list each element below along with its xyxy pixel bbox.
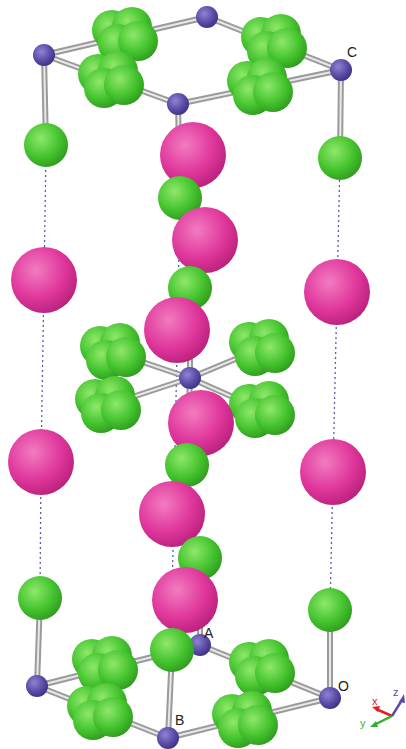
green-atom (165, 443, 209, 487)
point-label: A (204, 625, 213, 641)
purple-atom (33, 44, 55, 66)
purple-atom (167, 93, 189, 115)
atoms (8, 6, 370, 749)
purple-atom (196, 6, 218, 28)
pink-atom (144, 297, 210, 363)
purple-atom (26, 675, 48, 697)
green-atom (255, 333, 295, 373)
green-atom (308, 588, 352, 632)
dashed-guides (40, 150, 340, 610)
y-arrow (370, 721, 378, 727)
green-atom (93, 697, 133, 737)
point-label: C (347, 44, 357, 60)
pink-atom (304, 259, 370, 325)
pink-atom (160, 122, 226, 188)
green-atom (150, 628, 194, 672)
axis-label: z (393, 686, 399, 699)
green-atom (253, 72, 293, 112)
pink-atom (8, 429, 74, 495)
green-atom (101, 390, 141, 430)
pink-atom (11, 247, 77, 313)
green-atom (255, 395, 295, 435)
purple-atom (157, 727, 179, 749)
purple-atom (330, 59, 352, 81)
purple-atom (319, 687, 341, 709)
z-axis (392, 700, 402, 716)
bonds (37, 17, 341, 738)
purple-atom (179, 367, 201, 389)
axis-triad (370, 694, 405, 727)
pink-atom (172, 207, 238, 273)
green-atom (318, 136, 362, 180)
green-atom (106, 337, 146, 377)
z-arrow (399, 694, 405, 703)
pink-atom (152, 567, 218, 633)
green-atom (24, 123, 68, 167)
pink-atom (300, 439, 366, 505)
point-label: O (338, 678, 349, 694)
axis-label: y (360, 717, 366, 730)
green-atom (18, 576, 62, 620)
green-atom (104, 65, 144, 105)
green-atom (255, 653, 295, 693)
point-label: B (175, 712, 184, 728)
green-atom (238, 705, 278, 745)
axis-label: x (372, 695, 378, 708)
